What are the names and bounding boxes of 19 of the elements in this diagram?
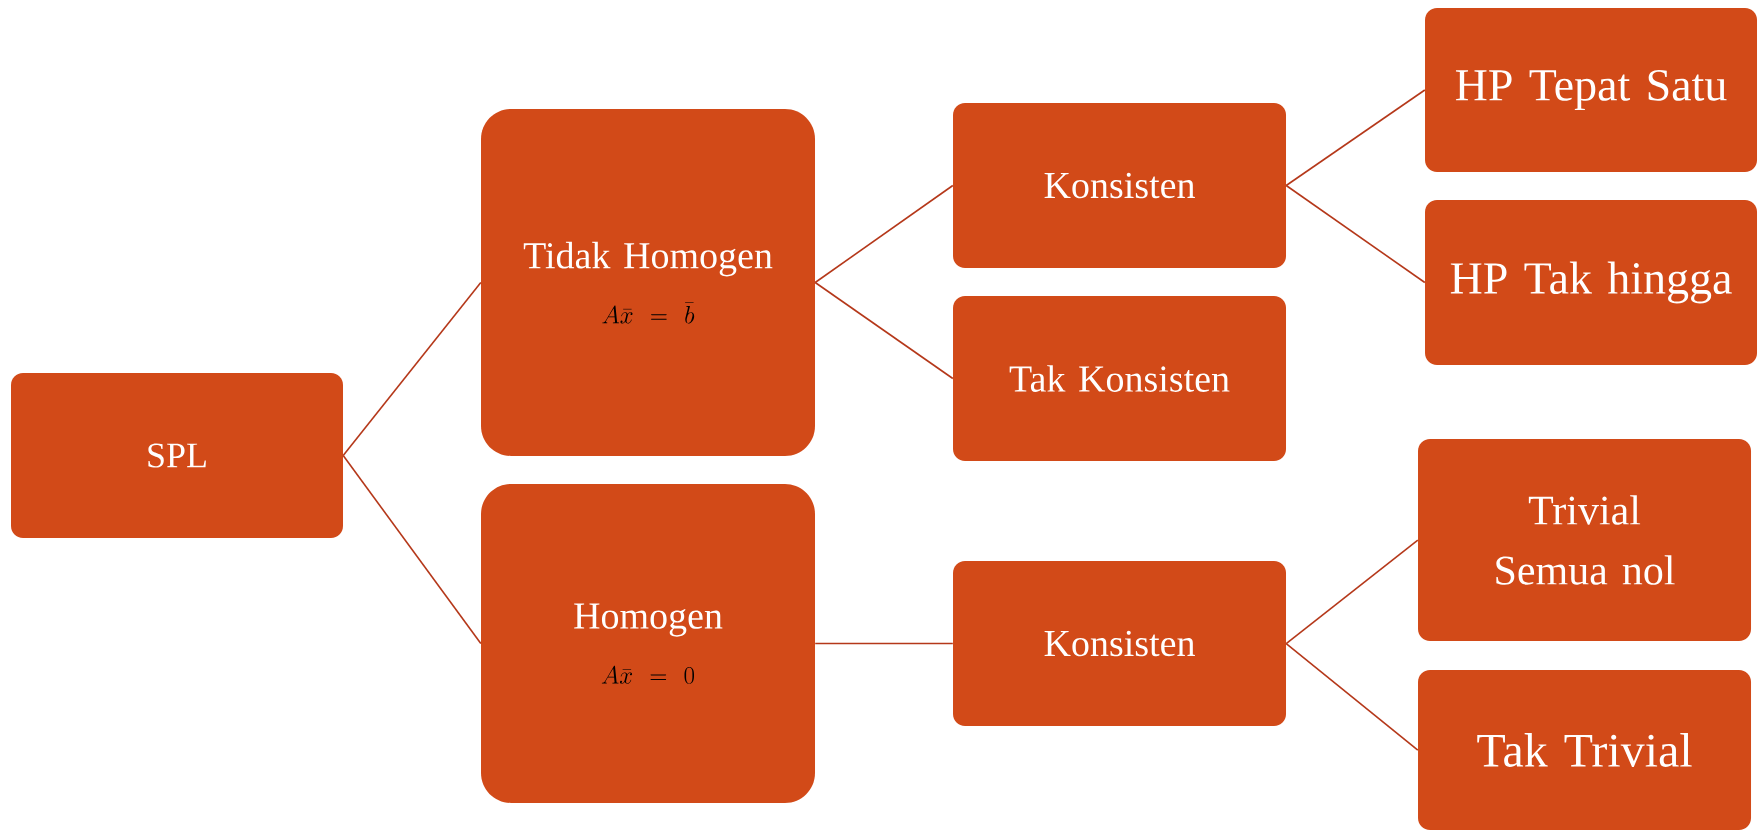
- process-box: Tak Trivial: [1418, 670, 1751, 830]
- connector-line: [1285, 184, 1426, 284]
- connector-line: [814, 184, 954, 284]
- connector-line: [814, 642, 954, 645]
- connector-line: [1285, 539, 1419, 645]
- connector-line: [814, 281, 954, 380]
- process-box: Tak Konsisten: [953, 296, 1286, 461]
- process-box: SPL: [11, 373, 343, 538]
- connector-line: [1285, 89, 1426, 187]
- process-box: Konsisten: [953, 103, 1286, 268]
- process-box: Trivial Semua nol: [1418, 439, 1751, 641]
- connector-line: [1285, 642, 1419, 751]
- process-box: Homogen $A\bar{x}=0$: [481, 484, 815, 803]
- process-box: Tidak Homogen $A\bar{x}=\bar{b}$: [481, 109, 815, 456]
- process-box: HP Tepat Satu: [1425, 8, 1757, 172]
- process-box: HP Tak hingga: [1425, 200, 1757, 365]
- connector-line: [342, 281, 482, 457]
- connector-line: [342, 454, 482, 645]
- process-box: Konsisten: [953, 561, 1286, 726]
